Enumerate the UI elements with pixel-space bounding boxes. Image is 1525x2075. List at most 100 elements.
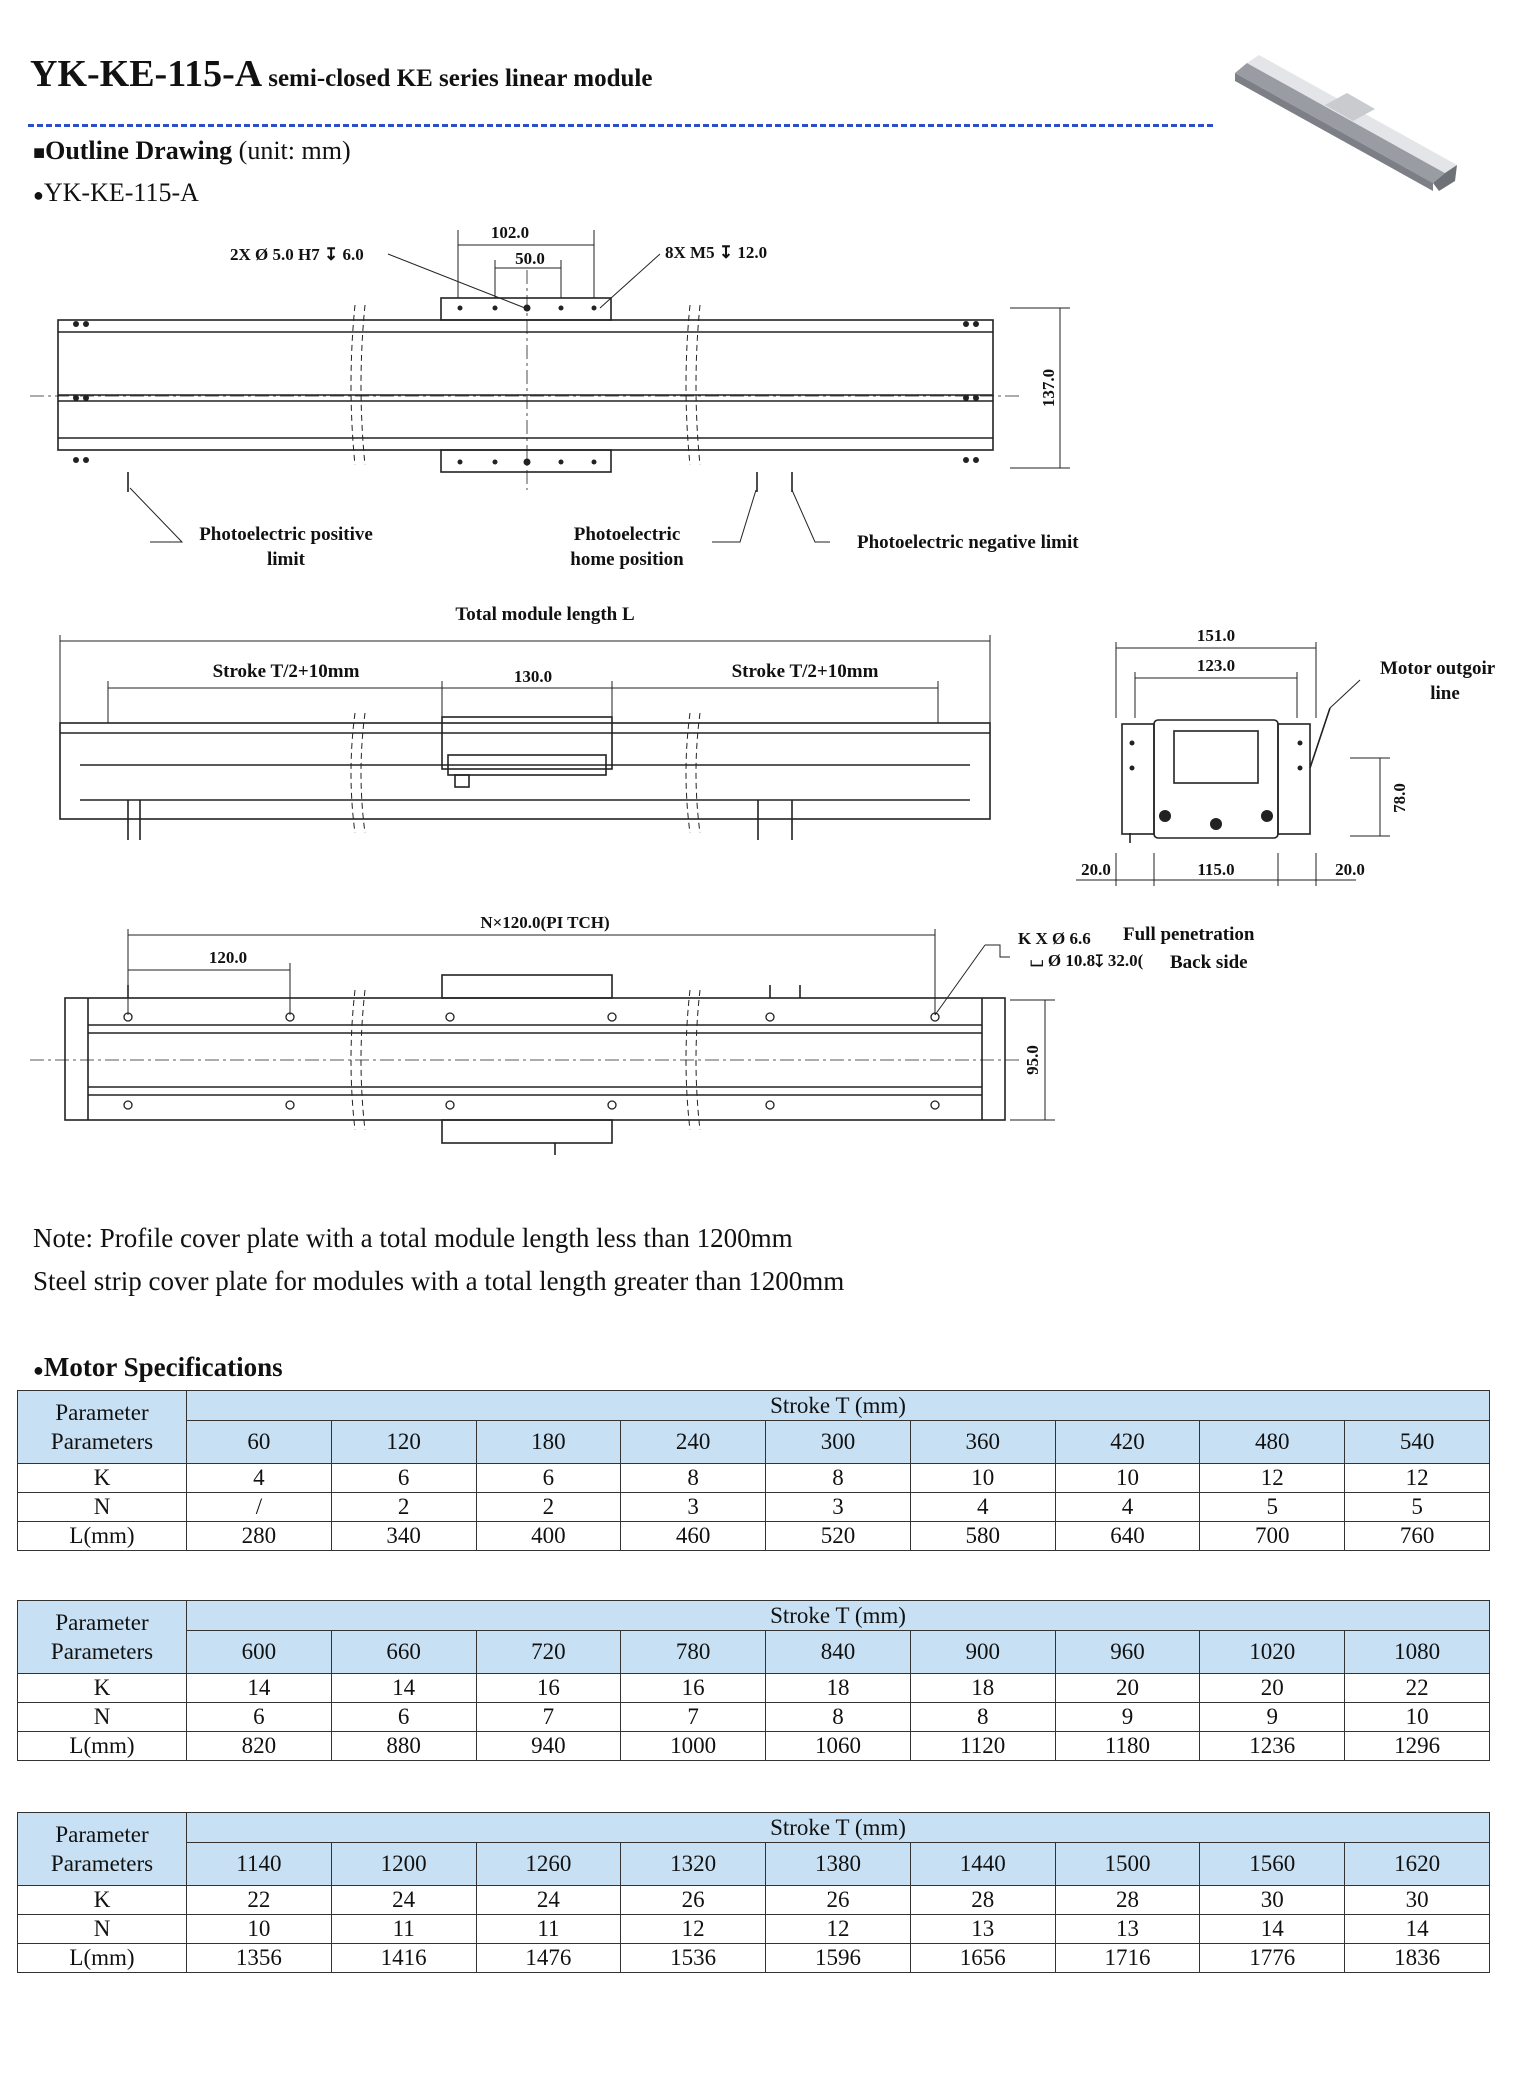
table-row-k: K 22 24 24 26 26 28 28 30 30 bbox=[17, 1885, 1490, 1915]
pitch-label: N×120.0(PI TCH) bbox=[480, 913, 609, 932]
stroke-value: 1440 bbox=[909, 1842, 1056, 1886]
cell-n: 14 bbox=[1199, 1914, 1346, 1944]
table-row-l: L(mm) 1356 1416 1476 1536 1596 1656 1716… bbox=[17, 1943, 1490, 1973]
cell-k: 14 bbox=[330, 1673, 477, 1703]
cell-n: 14 bbox=[1344, 1914, 1490, 1944]
dim-20-right: 20.0 bbox=[1335, 860, 1365, 879]
note-line-2: Steel strip cover plate for modules with… bbox=[33, 1266, 845, 1296]
holes-k-label: K X Ø 6.6 bbox=[1018, 929, 1091, 948]
table-row-n: N / 2 2 3 3 4 4 5 5 bbox=[17, 1492, 1490, 1522]
cell-k: 18 bbox=[909, 1673, 1056, 1703]
row-label-l: L(mm) bbox=[17, 1731, 187, 1761]
stroke-value: 180 bbox=[475, 1420, 622, 1464]
stroke-value: 900 bbox=[909, 1630, 1056, 1674]
dashed-divider bbox=[28, 124, 1213, 127]
full-penetration-label: Full penetration bbox=[1123, 924, 1255, 945]
home-label-1: Photoelectric bbox=[574, 524, 681, 545]
stroke-value: 1260 bbox=[475, 1842, 622, 1886]
cell-k: 30 bbox=[1344, 1885, 1490, 1915]
row-label-n: N bbox=[17, 1702, 187, 1732]
cell-l: 1536 bbox=[620, 1943, 767, 1973]
dim-20-left: 20.0 bbox=[1081, 860, 1111, 879]
cell-l: 1776 bbox=[1199, 1943, 1346, 1973]
cell-n: 11 bbox=[330, 1914, 477, 1944]
row-label-l: L(mm) bbox=[17, 1943, 187, 1973]
neg-limit-label: Photoelectric negative limit bbox=[857, 532, 1079, 553]
cell-l: 520 bbox=[765, 1521, 911, 1551]
dim-130: 130.0 bbox=[514, 667, 552, 686]
cell-k: 20 bbox=[1054, 1673, 1201, 1703]
cell-n: 10 bbox=[186, 1914, 332, 1944]
cell-k: 22 bbox=[186, 1885, 332, 1915]
cell-l: 580 bbox=[909, 1521, 1056, 1551]
cell-n: 9 bbox=[1199, 1702, 1346, 1732]
cell-n: 13 bbox=[1054, 1914, 1201, 1944]
dim-78: 78.0 bbox=[1390, 783, 1409, 813]
cell-k: 6 bbox=[475, 1463, 622, 1493]
holes-counterbore-label: ⌴ Ø 10.8↧ 32.0( bbox=[1030, 951, 1144, 970]
stroke-value: 780 bbox=[620, 1630, 767, 1674]
cell-k: 4 bbox=[186, 1463, 332, 1493]
cell-l: 760 bbox=[1344, 1521, 1490, 1551]
cell-l: 1236 bbox=[1199, 1731, 1346, 1761]
cell-n: 6 bbox=[186, 1702, 332, 1732]
cell-k: 18 bbox=[765, 1673, 911, 1703]
cell-k: 8 bbox=[765, 1463, 911, 1493]
cell-l: 1716 bbox=[1054, 1943, 1201, 1973]
cell-k: 10 bbox=[909, 1463, 1056, 1493]
cell-l: 280 bbox=[186, 1521, 332, 1551]
note-line-1: Note: Profile cover plate with a total m… bbox=[33, 1223, 793, 1253]
cell-k: 8 bbox=[620, 1463, 767, 1493]
stroke-value: 360 bbox=[909, 1420, 1056, 1464]
row-label-k: K bbox=[17, 1885, 187, 1915]
stroke-value: 660 bbox=[330, 1630, 477, 1674]
product-image bbox=[1235, 55, 1457, 191]
cell-n: 5 bbox=[1344, 1492, 1490, 1522]
cell-l: 1060 bbox=[765, 1731, 911, 1761]
stroke-value: 240 bbox=[620, 1420, 767, 1464]
stroke-header: Stroke T (mm) bbox=[186, 1812, 1490, 1843]
home-label-2: home position bbox=[570, 549, 684, 570]
cell-l: 820 bbox=[186, 1731, 332, 1761]
dim-102: 102.0 bbox=[491, 223, 529, 242]
stroke-value: 540 bbox=[1344, 1420, 1490, 1464]
table-row-l: L(mm) 820 880 940 1000 1060 1120 1180 12… bbox=[17, 1731, 1490, 1761]
stroke-value: 1320 bbox=[620, 1842, 767, 1886]
cell-l: 880 bbox=[330, 1731, 477, 1761]
row-label-n: N bbox=[17, 1492, 187, 1522]
cell-k: 24 bbox=[330, 1885, 477, 1915]
cell-k: 26 bbox=[620, 1885, 767, 1915]
cell-k: 6 bbox=[330, 1463, 477, 1493]
cell-n: 7 bbox=[475, 1702, 622, 1732]
stroke-value: 300 bbox=[765, 1420, 911, 1464]
cell-l: 1596 bbox=[765, 1943, 911, 1973]
cell-k: 28 bbox=[1054, 1885, 1201, 1915]
outline-heading: ■Outline Drawing (unit: mm) bbox=[33, 136, 351, 165]
cell-n: 4 bbox=[909, 1492, 1056, 1522]
total-length-label: Total module length L bbox=[455, 604, 634, 625]
dim-115: 115.0 bbox=[1197, 860, 1234, 879]
holes-right-label: 8X M5 ↧ 12.0 bbox=[665, 243, 767, 262]
motor-specs-heading: ●Motor Specifications bbox=[33, 1352, 283, 1382]
outline-model: ●YK-KE-115-A bbox=[33, 178, 199, 207]
stroke-value: 1020 bbox=[1199, 1630, 1346, 1674]
cell-l: 1000 bbox=[620, 1731, 767, 1761]
stroke-left-label: Stroke T/2+10mm bbox=[213, 661, 360, 682]
cell-n: 12 bbox=[620, 1914, 767, 1944]
cell-l: 1656 bbox=[909, 1943, 1056, 1973]
cell-n: 9 bbox=[1054, 1702, 1201, 1732]
cell-l: 1120 bbox=[909, 1731, 1056, 1761]
cell-l: 700 bbox=[1199, 1521, 1346, 1551]
cell-n: 3 bbox=[765, 1492, 911, 1522]
dim-151: 151.0 bbox=[1197, 628, 1235, 645]
cell-l: 460 bbox=[620, 1521, 767, 1551]
stroke-value: 600 bbox=[186, 1630, 332, 1674]
cell-n: 6 bbox=[330, 1702, 477, 1732]
cell-l: 1476 bbox=[475, 1943, 622, 1973]
cell-n: 5 bbox=[1199, 1492, 1346, 1522]
top-view-drawing: 102.0 50.0 2X Ø 5.0 H7 ↧ 6.0 8X M5 ↧ 12.… bbox=[30, 223, 1079, 570]
